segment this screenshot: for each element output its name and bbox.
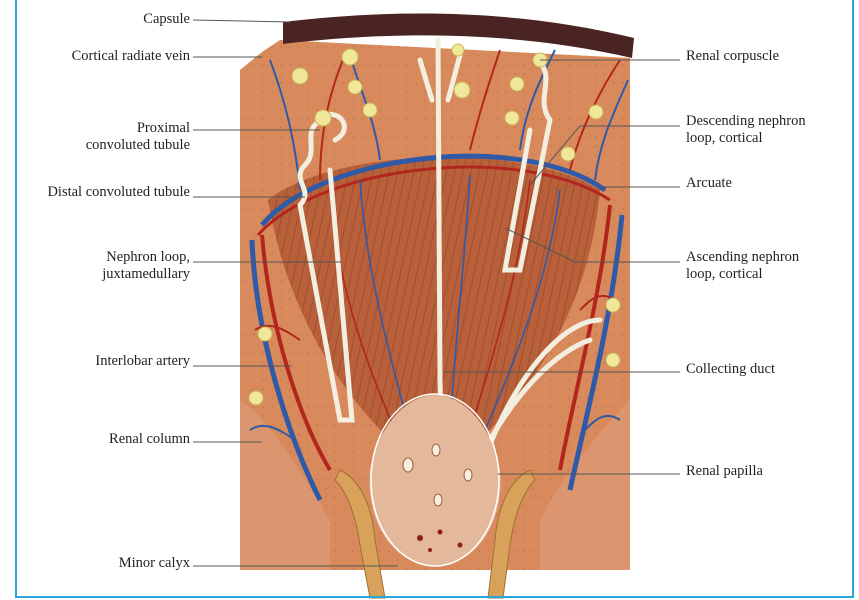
- arcuate-artery: [256, 165, 611, 236]
- capsule-band: [283, 13, 634, 58]
- renal-column-left: [240, 400, 330, 570]
- leader-lines: [192, 19, 680, 567]
- renal-corpuscles: [248, 43, 621, 406]
- label-descending-nephron-loop-cortical: Descending nephron loop, cortical: [686, 113, 806, 146]
- label-capsule: Capsule: [143, 11, 190, 27]
- arcuate-vein: [260, 153, 607, 227]
- label-interlobar-artery: Interlobar artery: [95, 353, 190, 369]
- papillary-duct-openings: [402, 443, 473, 507]
- label-distal-convoluted-tubule: Distal convoluted tubule: [47, 184, 190, 200]
- renal-column-right: [540, 400, 630, 570]
- label-proximal-convoluted-tubule: Proximal convoluted tubule: [85, 120, 190, 153]
- leader-descending-nephron-loop: [529, 125, 581, 186]
- renal-papilla-shape: [369, 395, 501, 566]
- minor-calyx-right: [487, 469, 536, 599]
- medullary-pyramid-striations: [268, 157, 600, 441]
- label-ascending-nephron-loop-cortical: Ascending nephron loop, cortical: [686, 249, 800, 282]
- label-renal-corpuscle: Renal corpuscle: [686, 48, 780, 64]
- label-nephron-loop-juxtamedullary: Nephron loop, juxtamedullary: [102, 249, 190, 282]
- label-cortical-radiate-vein: Cortical radiate vein: [71, 48, 190, 64]
- leader-capsule: [192, 19, 291, 23]
- renal-papilla-outline: [370, 393, 500, 567]
- papilla-red-spots: [417, 529, 463, 552]
- interlobar-artery-left: [260, 234, 332, 472]
- label-minor-calyx: Minor calyx: [118, 555, 190, 571]
- label-arcuate: Arcuate: [686, 175, 732, 191]
- interlobar-vein-right: [567, 214, 625, 491]
- leader-ascending-nephron-loop: [504, 227, 576, 263]
- label-renal-papilla: Renal papilla: [686, 463, 763, 479]
- label-collecting-duct: Collecting duct: [686, 361, 775, 377]
- label-renal-column: Renal column: [109, 431, 190, 447]
- interlobar-vein-left: [249, 239, 323, 502]
